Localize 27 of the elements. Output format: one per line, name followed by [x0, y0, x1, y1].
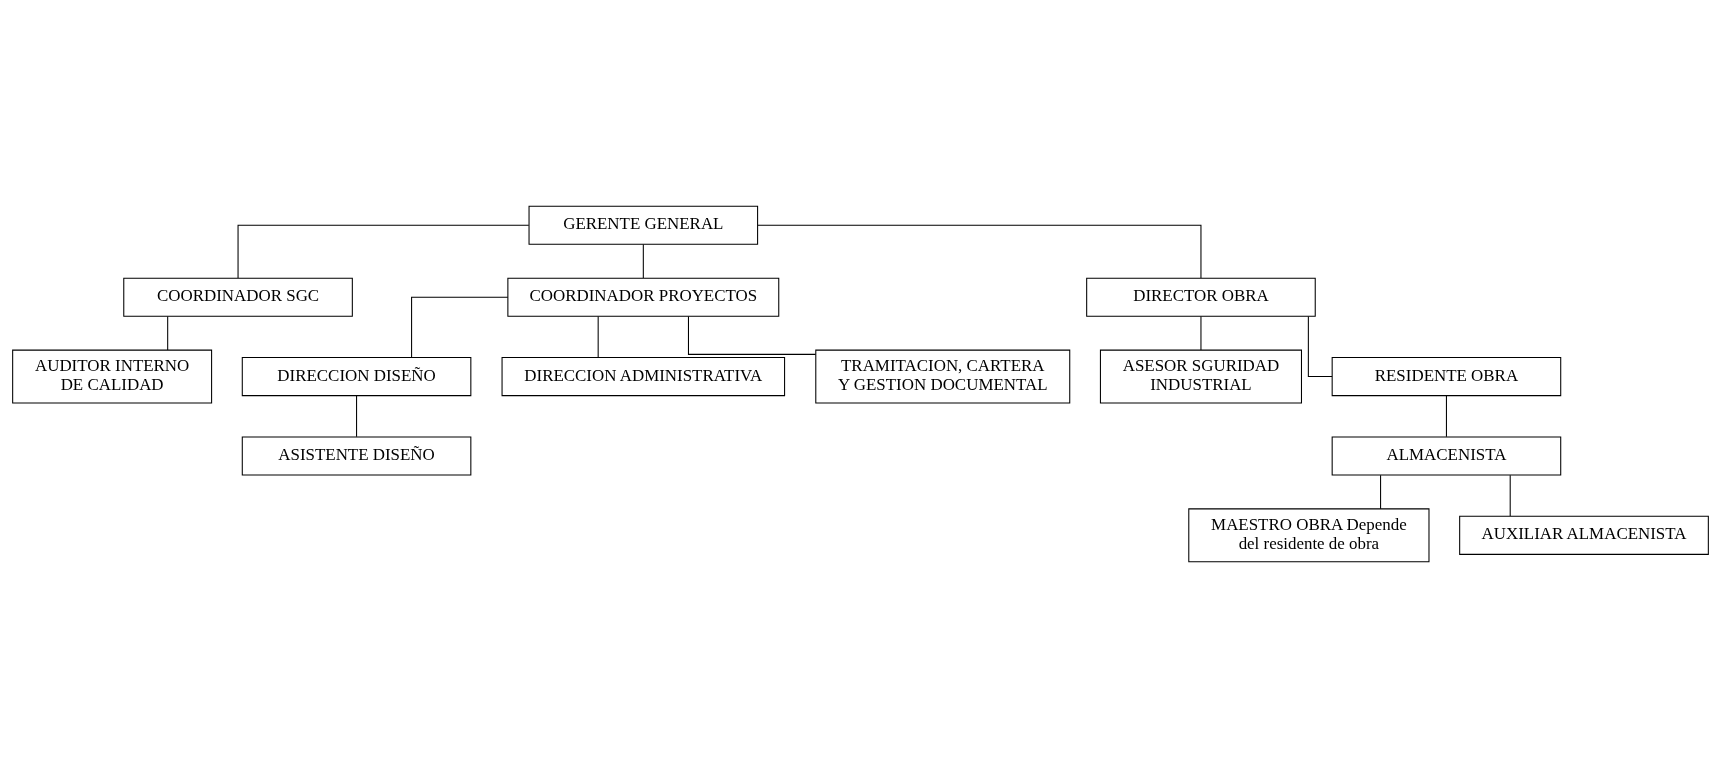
connector — [642, 244, 644, 279]
connector — [1445, 395, 1447, 438]
connector — [757, 224, 1202, 279]
connector — [237, 224, 530, 279]
connector — [1307, 315, 1333, 378]
node-box: DIRECTOR OBRA — [1086, 277, 1316, 317]
connector — [1509, 474, 1511, 517]
node-box: ASESOR SGURIDAD INDUSTRIAL — [1099, 349, 1302, 404]
node-box: RESIDENTE OBRA — [1331, 357, 1562, 397]
node-box: DIRECCION ADMINISTRATIVA — [501, 357, 786, 397]
node-box: AUDITOR INTERNO DE CALIDAD — [12, 349, 213, 404]
connector — [1380, 474, 1382, 510]
node-box: ASISTENTE DISEÑO — [241, 436, 472, 476]
node-box: DIRECCION DISEÑO — [241, 357, 472, 397]
node-box: AUXILIAR ALMACENISTA — [1459, 515, 1709, 555]
node-box: MAESTRO OBRA Depende del residente de obra — [1188, 508, 1430, 563]
connector — [1200, 315, 1202, 351]
connector — [356, 395, 358, 438]
connector — [597, 315, 599, 358]
connector — [411, 296, 509, 358]
node-box: TRAMITACION, CARTERA Y GESTION DOCUMENTAL — [815, 349, 1071, 404]
connector — [167, 315, 169, 351]
connector — [687, 316, 817, 355]
node-box: COORDINADOR PROYECTOS — [507, 277, 780, 317]
node-box: ALMACENISTA — [1331, 436, 1562, 476]
node-box: COORDINADOR SGC — [123, 277, 353, 317]
node-box: GERENTE GENERAL — [528, 205, 759, 245]
